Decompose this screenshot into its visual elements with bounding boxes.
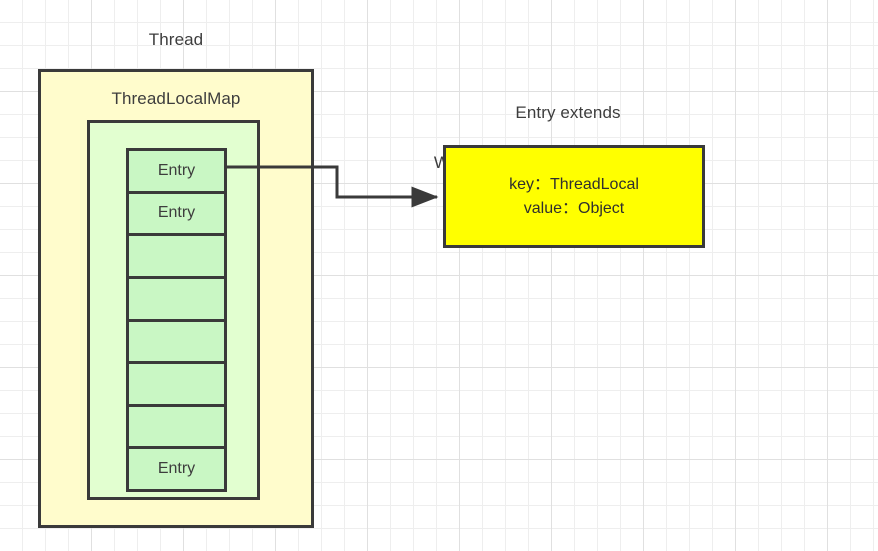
entry-cell-label: Entry [157, 204, 196, 222]
entry-value-field: value：Object [523, 199, 625, 217]
entry-cell-label: Entry [157, 161, 196, 179]
entry-cell[interactable]: Entry [129, 151, 224, 194]
entry-cell[interactable] [129, 278, 224, 322]
entry-cell[interactable] [129, 236, 224, 279]
thread-label: Thread [148, 30, 204, 49]
entry-cell[interactable]: Entry [129, 449, 224, 489]
entry-cell[interactable]: Entry [129, 193, 224, 237]
entry-table: Entry Entry Entry [126, 148, 227, 492]
entry-cell-label: Entry [157, 460, 196, 478]
entry-object-box[interactable]: key：ThreadLocal value：Object [443, 145, 705, 248]
entry-key-field: key：ThreadLocal [509, 175, 639, 193]
entry-cell[interactable] [129, 364, 224, 407]
entry-cell[interactable] [129, 321, 224, 365]
entry-cell[interactable] [129, 406, 224, 450]
entry-object-title-line1: Entry extends [515, 103, 621, 122]
threadlocalmap-label: ThreadLocalMap [111, 89, 241, 108]
